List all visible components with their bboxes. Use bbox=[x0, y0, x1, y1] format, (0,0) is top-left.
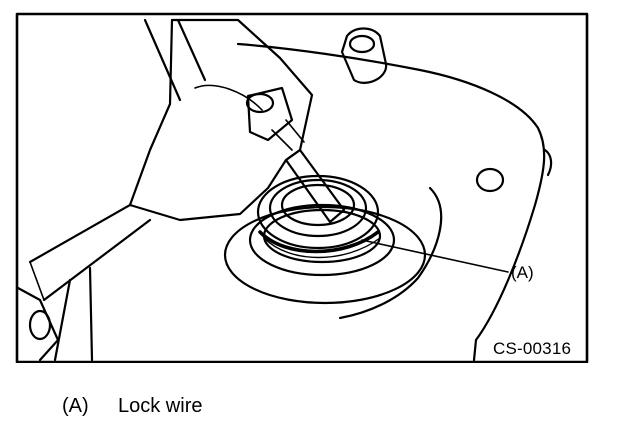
illustration: (A) CS-00316 bbox=[12, 8, 592, 363]
seal-ring-core bbox=[280, 183, 356, 227]
case-outline bbox=[236, 42, 546, 362]
legend-label: (A) bbox=[62, 395, 89, 417]
callout-label-a: (A) bbox=[511, 263, 534, 282]
shift-lever bbox=[128, 18, 314, 222]
upper-link bbox=[143, 18, 207, 102]
figure-code: CS-00316 bbox=[493, 339, 572, 358]
legend-row: (A) Lock wire bbox=[62, 395, 202, 418]
shift-rod bbox=[28, 203, 152, 302]
case-hole bbox=[475, 167, 505, 193]
figure-frame bbox=[15, 12, 589, 363]
boss-face bbox=[248, 203, 396, 277]
boss-outer bbox=[223, 205, 427, 305]
legend-text: Lock wire bbox=[118, 395, 203, 417]
lock-wire bbox=[258, 230, 380, 254]
bracket bbox=[16, 286, 60, 362]
case-bolt bbox=[340, 27, 388, 84]
seal-ring-inner bbox=[268, 178, 368, 238]
case-rib bbox=[543, 148, 553, 177]
callout-leader bbox=[361, 239, 509, 273]
case-inner-edge bbox=[338, 186, 443, 320]
lever-bolt bbox=[246, 86, 294, 142]
line-drawing bbox=[15, 12, 589, 363]
